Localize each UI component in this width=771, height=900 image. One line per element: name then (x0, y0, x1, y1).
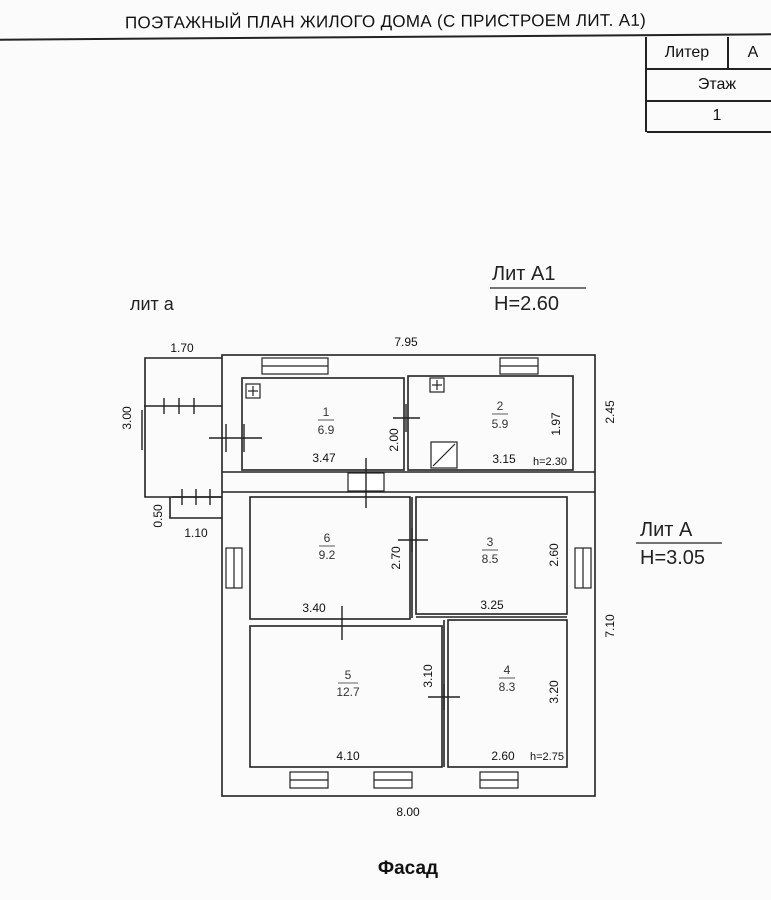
dim-room2-width: 3.15 (492, 452, 516, 466)
dim-room3-width: 3.25 (480, 598, 504, 612)
stamp-row-floor-value: 1 (647, 100, 771, 133)
dim-right-a1: 2.45 (603, 400, 617, 424)
lit-a-small-label: лит а (130, 294, 175, 314)
dim-porch-width: 1.70 (170, 341, 194, 355)
dim-overall-bottom: 8.00 (396, 805, 420, 819)
boiler-icon-diagonal (432, 443, 456, 467)
dim-room4-ceiling: h=2.75 (530, 751, 564, 763)
dim-right-a: 7.10 (603, 614, 617, 638)
dim-room4-depth: 3.20 (547, 680, 561, 704)
dim-porch-step: 0.50 (151, 504, 165, 528)
room-4-area: 8.3 (499, 680, 516, 694)
dim-room3-depth: 2.60 (547, 543, 561, 567)
dim-room1-depth: 2.00 (387, 428, 401, 452)
room-2-area: 5.9 (492, 417, 509, 431)
room-2-number: 2 (497, 399, 504, 413)
room-1-area: 6.9 (318, 423, 335, 437)
porch-step-outline (169, 497, 222, 519)
lit-a-label: Лит А (640, 519, 693, 541)
lit-a1-height: Н=2.60 (494, 293, 559, 315)
dim-room1-width: 3.47 (312, 451, 336, 465)
dim-room6-depth: 2.70 (389, 546, 403, 570)
lit-a-height: Н=3.05 (640, 547, 705, 569)
dim-room2-ceiling: h=2.30 (533, 456, 567, 468)
room-5-number: 5 (345, 668, 352, 682)
dim-porch-step-width: 1.10 (184, 526, 208, 540)
outer-wall (221, 354, 596, 797)
stamp-liter-label: Литер (647, 37, 729, 68)
dim-room5-depth: 3.10 (421, 664, 435, 688)
dim-porch-depth: 3.00 (120, 406, 134, 430)
stamp-floor-value: 1 (712, 107, 722, 124)
porch-outline (144, 357, 222, 498)
room-1-number: 1 (323, 405, 330, 419)
dim-overall-top: 7.95 (394, 335, 418, 349)
stamp-table: Литер А Этаж 1 (645, 37, 771, 133)
stamp-row-floor-label: Этаж (647, 69, 771, 102)
dim-room4-width: 2.60 (491, 749, 515, 763)
room-4-outline (447, 619, 568, 768)
room-1-outline (241, 377, 405, 471)
room-3-outline (415, 496, 568, 615)
room-3-number: 3 (487, 535, 494, 549)
room-3-area: 8.5 (482, 552, 499, 566)
dim-room2-depth: 1.97 (549, 412, 563, 436)
room-4-number: 4 (504, 663, 511, 677)
stamp-liter-value: А (747, 44, 759, 61)
dim-room6-width: 3.40 (302, 601, 326, 615)
lit-a1-label: Лит А1 (492, 263, 555, 285)
room-5-area: 12.7 (336, 685, 360, 699)
stamp-row-liter: Литер А (647, 37, 771, 70)
room-2-outline (407, 375, 574, 471)
room-6-area: 9.2 (319, 548, 336, 562)
facade-label: Фасад (377, 858, 439, 879)
stamp-floor-label: Этаж (697, 76, 737, 93)
dim-room5-width: 4.10 (336, 749, 360, 763)
room-6-outline (249, 496, 411, 620)
room-6-number: 6 (324, 531, 331, 545)
